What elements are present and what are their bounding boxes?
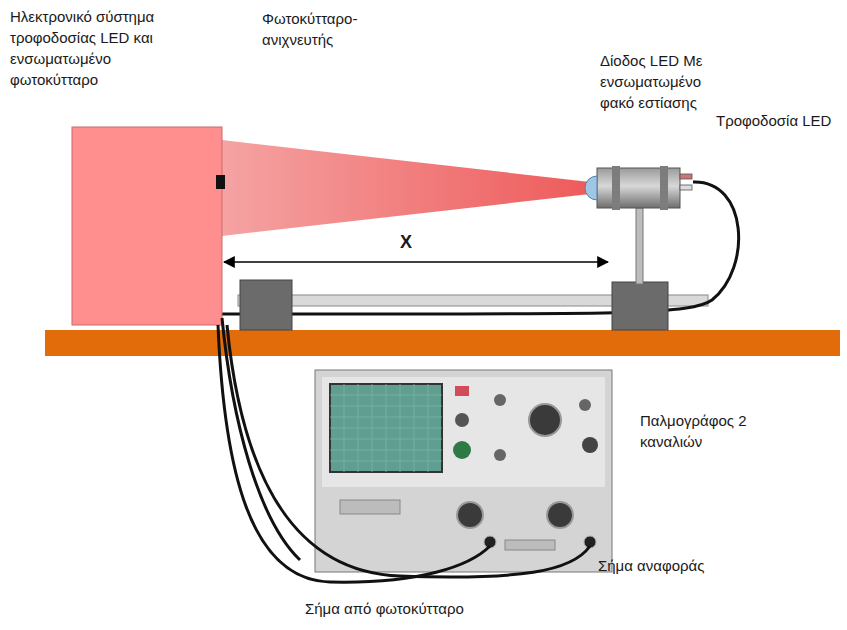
volts-knob bbox=[547, 502, 573, 528]
volts-knob bbox=[457, 502, 483, 528]
oscilloscope-panel bbox=[322, 377, 605, 487]
oscilloscope bbox=[315, 370, 612, 572]
table-top bbox=[45, 330, 840, 356]
knob bbox=[494, 449, 506, 461]
part-label-box: Ηλεκτρονικό σύστημα τροφοδοσίας LED και … bbox=[10, 6, 182, 90]
signal-cable bbox=[218, 325, 490, 582]
led-terminal bbox=[680, 185, 692, 190]
signal-label-box: Σήμα από φωτοκύτταρο bbox=[305, 598, 464, 619]
knob bbox=[455, 413, 469, 427]
timebase-knob bbox=[529, 404, 561, 436]
knob bbox=[453, 441, 471, 459]
part-label-box: Παλμογράφος 2 καναλιών bbox=[640, 410, 765, 452]
rail-carrier bbox=[240, 280, 292, 330]
knob bbox=[582, 437, 598, 453]
dimension-label-box: X bbox=[400, 232, 430, 253]
dimension-label: X bbox=[400, 232, 430, 253]
part-label: Φωτοκύτταρο- ανιχνευτής bbox=[262, 8, 374, 50]
screen-grid bbox=[330, 384, 442, 472]
led-ring bbox=[660, 166, 668, 210]
oscilloscope-screen bbox=[330, 384, 442, 472]
oscilloscope-body bbox=[315, 370, 612, 572]
electronics-housing bbox=[72, 127, 222, 325]
led-lens bbox=[585, 176, 597, 200]
knob bbox=[494, 394, 506, 406]
led-ring bbox=[612, 166, 620, 210]
light-beam bbox=[222, 140, 590, 236]
dimension-arrow bbox=[224, 261, 608, 263]
photodetector bbox=[216, 175, 225, 189]
button-row bbox=[505, 540, 555, 550]
led-terminal bbox=[680, 174, 692, 179]
led-post bbox=[636, 208, 643, 284]
part-label: Ηλεκτρονικό σύστημα τροφοδοσίας LED και … bbox=[10, 6, 182, 90]
knob bbox=[579, 399, 591, 411]
power-button bbox=[455, 386, 469, 396]
part-label-box: Φωτοκύτταρο- ανιχνευτής bbox=[262, 8, 374, 50]
part-label: Παλμογράφος 2 καναλιών bbox=[640, 410, 765, 452]
led-cable bbox=[222, 318, 300, 560]
signal-label: Σήμα αναφοράς bbox=[598, 555, 704, 576]
signal-label: Σήμα από φωτοκύτταρο bbox=[305, 598, 464, 619]
part-label-box: Τροφοδοσία LED bbox=[716, 110, 831, 131]
part-label-box: Δίοδος LED Με ενσωματωμένο φακό εστίασης bbox=[600, 50, 732, 113]
part-label: Τροφοδοσία LED bbox=[716, 110, 831, 131]
rail-carrier bbox=[612, 282, 668, 330]
button-row bbox=[340, 500, 400, 514]
part-label: Δίοδος LED Με ενσωματωμένο φακό εστίασης bbox=[600, 50, 732, 113]
signal-label-box: Σήμα αναφοράς bbox=[598, 555, 704, 576]
